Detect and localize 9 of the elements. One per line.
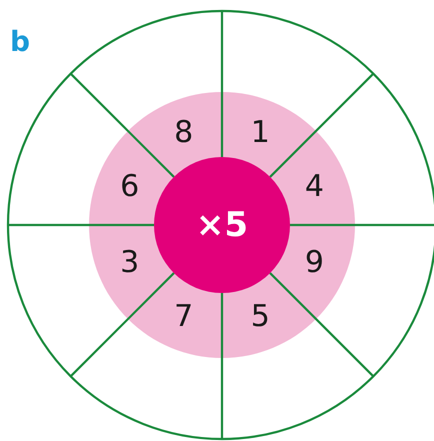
number-label: 5: [250, 302, 270, 332]
number-label: 1: [250, 118, 270, 148]
number-label: 8: [174, 118, 194, 148]
number-label: 3: [120, 248, 140, 278]
number-label: 6: [120, 172, 140, 202]
number-label: 4: [304, 172, 324, 202]
number-label: 9: [304, 248, 324, 278]
number-label: 7: [174, 302, 194, 332]
section-letter: b: [10, 28, 30, 56]
